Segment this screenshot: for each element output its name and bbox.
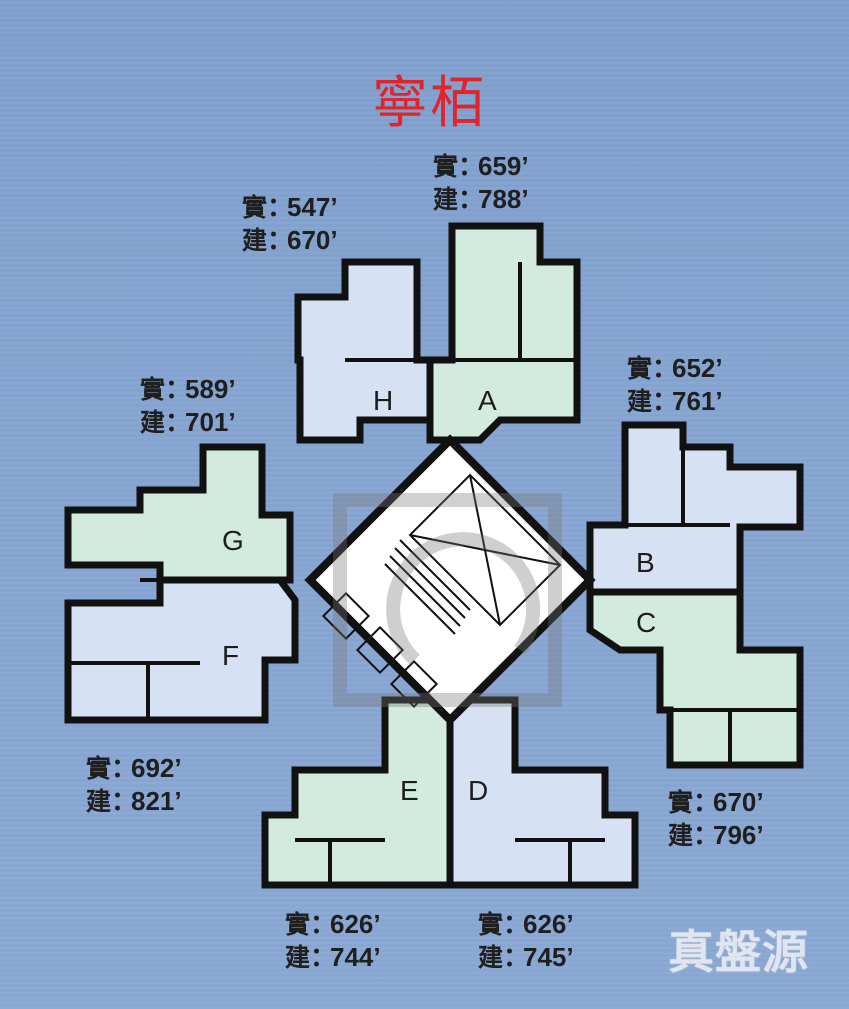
area-label-unit-a: 實：659’ 建：788’ (433, 151, 529, 214)
core-logo-watermark (333, 493, 562, 707)
core-shape (304, 434, 596, 726)
unit-label-f: F (222, 640, 239, 671)
unit-a-shape (426, 222, 581, 444)
unit-label-a: A (478, 385, 497, 416)
building-title: 寧栢 (372, 71, 488, 136)
unit-label-g: G (222, 525, 244, 556)
area-label-unit-h: 實：547’ 建：670’ (242, 192, 338, 255)
unit-label-b: B (636, 547, 655, 578)
unit-label-d: D (468, 775, 488, 806)
area-label-unit-e: 實：626’ 建：744’ (285, 909, 381, 972)
unit-label-h: H (373, 385, 393, 416)
unit-h-shape (294, 258, 434, 444)
watermark-logo-text: 真盤源 (668, 925, 809, 979)
area-label-unit-d: 實：626’ 建：745’ (478, 909, 574, 972)
unit-label-e: E (400, 775, 419, 806)
unit-b-shape (586, 421, 804, 596)
area-label-unit-c: 實：670’ 建：796’ (668, 787, 764, 850)
unit-g-shape (64, 443, 294, 584)
unit-f-shape (64, 576, 299, 724)
unit-c-shape (586, 588, 804, 769)
unit-e-shape (261, 696, 454, 889)
area-label-unit-b: 實：652’ 建：761’ (627, 353, 723, 416)
unit-label-c: C (636, 607, 656, 638)
area-label-unit-g: 實：589’ 建：701’ (140, 374, 236, 437)
stairs (384, 539, 471, 635)
area-label-unit-f: 實：692’ 建：821’ (86, 753, 182, 816)
